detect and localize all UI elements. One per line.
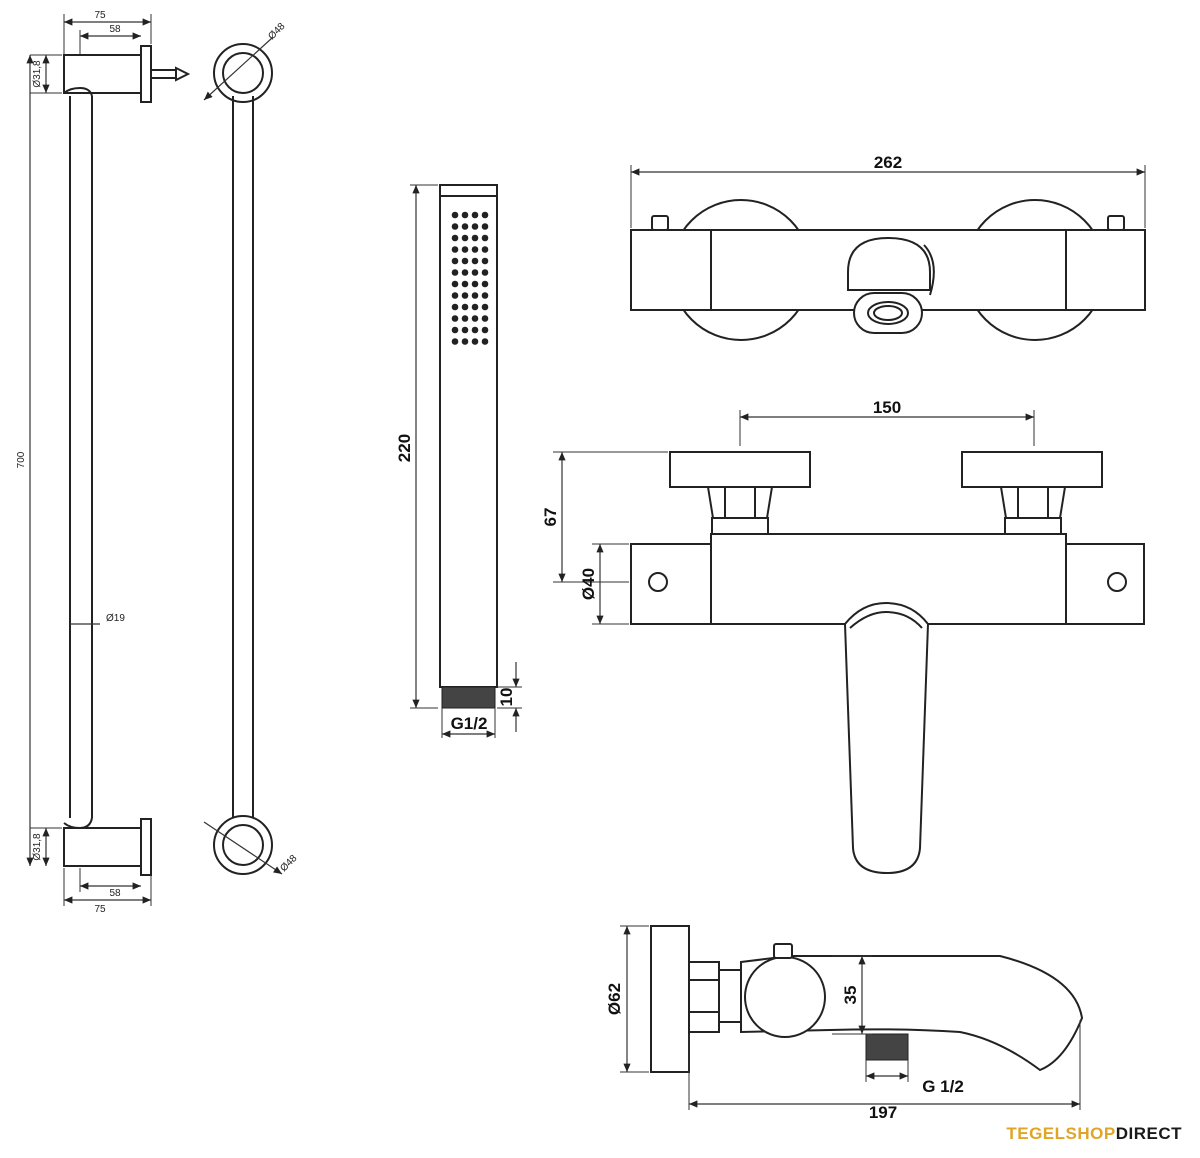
- nozzle-dot: [461, 280, 469, 288]
- mixer-side-view: Ø62 35 G 1/2 197: [605, 925, 1084, 1122]
- nozzle-dot: [451, 234, 459, 242]
- nozzle-dot: [451, 303, 459, 311]
- rail-flange-bottom-label: Ø48: [278, 853, 299, 874]
- nozzle-dot: [481, 234, 489, 242]
- nozzle-dot: [461, 234, 469, 242]
- nozzle-dot: [461, 303, 469, 311]
- nozzle-dot: [471, 326, 479, 334]
- nozzle-dot: [451, 326, 459, 334]
- nozzle-dot: [481, 303, 489, 311]
- nozzle-grid: [451, 211, 489, 345]
- nozzle-dot: [471, 246, 479, 253]
- mixer-handle-spacing-label: 150: [873, 398, 901, 417]
- nozzle-dot: [481, 246, 489, 253]
- mixer-height-label: 67: [541, 508, 560, 527]
- nozzle-dot: [451, 338, 459, 345]
- nozzle-dot: [481, 338, 489, 345]
- nozzle-dot: [471, 257, 479, 265]
- nozzle-dot: [481, 280, 489, 288]
- mixer-flange-diameter-label: Ø62: [605, 983, 624, 1015]
- nozzle-dot: [471, 211, 479, 219]
- nozzle-dot: [471, 315, 479, 322]
- rail-flange-top-label: Ø48: [266, 21, 287, 42]
- nozzle-dot: [471, 292, 479, 299]
- rail-diameter-bottom-label: Ø31,8: [32, 833, 43, 861]
- nozzle-dot: [451, 246, 459, 253]
- brand-part1: TEGELSHOP: [1006, 1124, 1116, 1143]
- handshower-thread-label: G1/2: [451, 714, 488, 733]
- nozzle-dot: [461, 211, 469, 219]
- mixer-front-view: 150 67 Ø40: [541, 398, 1145, 875]
- mixer-spout-height-label: 35: [841, 986, 860, 1005]
- nozzle-dot: [451, 280, 459, 288]
- nozzle-dot: [481, 292, 489, 299]
- nozzle-dot: [471, 303, 479, 311]
- nozzle-dot: [451, 315, 459, 322]
- nozzle-dot: [481, 211, 489, 219]
- nozzle-dot: [461, 257, 469, 265]
- nozzle-dot: [481, 269, 489, 276]
- nozzle-dot: [461, 292, 469, 299]
- rail-offset-top-label: 58: [109, 24, 121, 35]
- mixer-body-diameter-label: Ø40: [579, 568, 598, 600]
- rail-tube-diameter-label: Ø19: [106, 613, 125, 624]
- rail-width-top-label: 75: [94, 10, 106, 21]
- rail-length-label: 700: [16, 451, 27, 468]
- nozzle-dot: [461, 246, 469, 253]
- nozzle-dot: [451, 269, 459, 276]
- nozzle-dot: [461, 269, 469, 276]
- mixer-top-view: 262: [630, 153, 1146, 341]
- nozzle-dot: [471, 223, 479, 230]
- handshower-length-label: 220: [395, 434, 414, 462]
- nozzle-dot: [471, 280, 479, 288]
- nozzle-dot: [471, 234, 479, 242]
- mixer-projection-label: 197: [869, 1103, 897, 1122]
- nozzle-dot: [481, 315, 489, 322]
- brand-part2: DIRECT: [1115, 1124, 1182, 1143]
- nozzle-dot: [461, 338, 469, 345]
- nozzle-dot: [461, 326, 469, 334]
- nozzle-dot: [481, 223, 489, 230]
- nozzle-dot: [451, 223, 459, 230]
- rail-diameter-top-label: Ø31,8: [32, 60, 43, 88]
- nozzle-dot: [481, 326, 489, 334]
- nozzle-dot: [471, 269, 479, 276]
- nozzle-dot: [451, 211, 459, 219]
- nozzle-dot: [471, 338, 479, 345]
- rail-front-view: Ø48 Ø48: [203, 21, 300, 875]
- nozzle-dot: [461, 223, 469, 230]
- brand-logo: TEGELSHOPDIRECT: [1006, 1124, 1182, 1144]
- nozzle-dot: [451, 257, 459, 265]
- rail-offset-bottom-label: 58: [109, 888, 121, 899]
- nozzle-dot: [451, 292, 459, 299]
- rail-width-bottom-label: 75: [94, 904, 106, 915]
- rail-side-view: 75 58 Ø31,8 700 Ø19 Ø31,8 58 75: [16, 10, 191, 915]
- handshower: 220 10 G1/2: [395, 184, 522, 738]
- nozzle-dot: [461, 315, 469, 322]
- mixer-outlet-thread-label: G 1/2: [922, 1077, 964, 1096]
- handshower-thread-length-label: 10: [497, 688, 516, 707]
- nozzle-dot: [481, 257, 489, 265]
- mixer-width-label: 262: [874, 153, 902, 172]
